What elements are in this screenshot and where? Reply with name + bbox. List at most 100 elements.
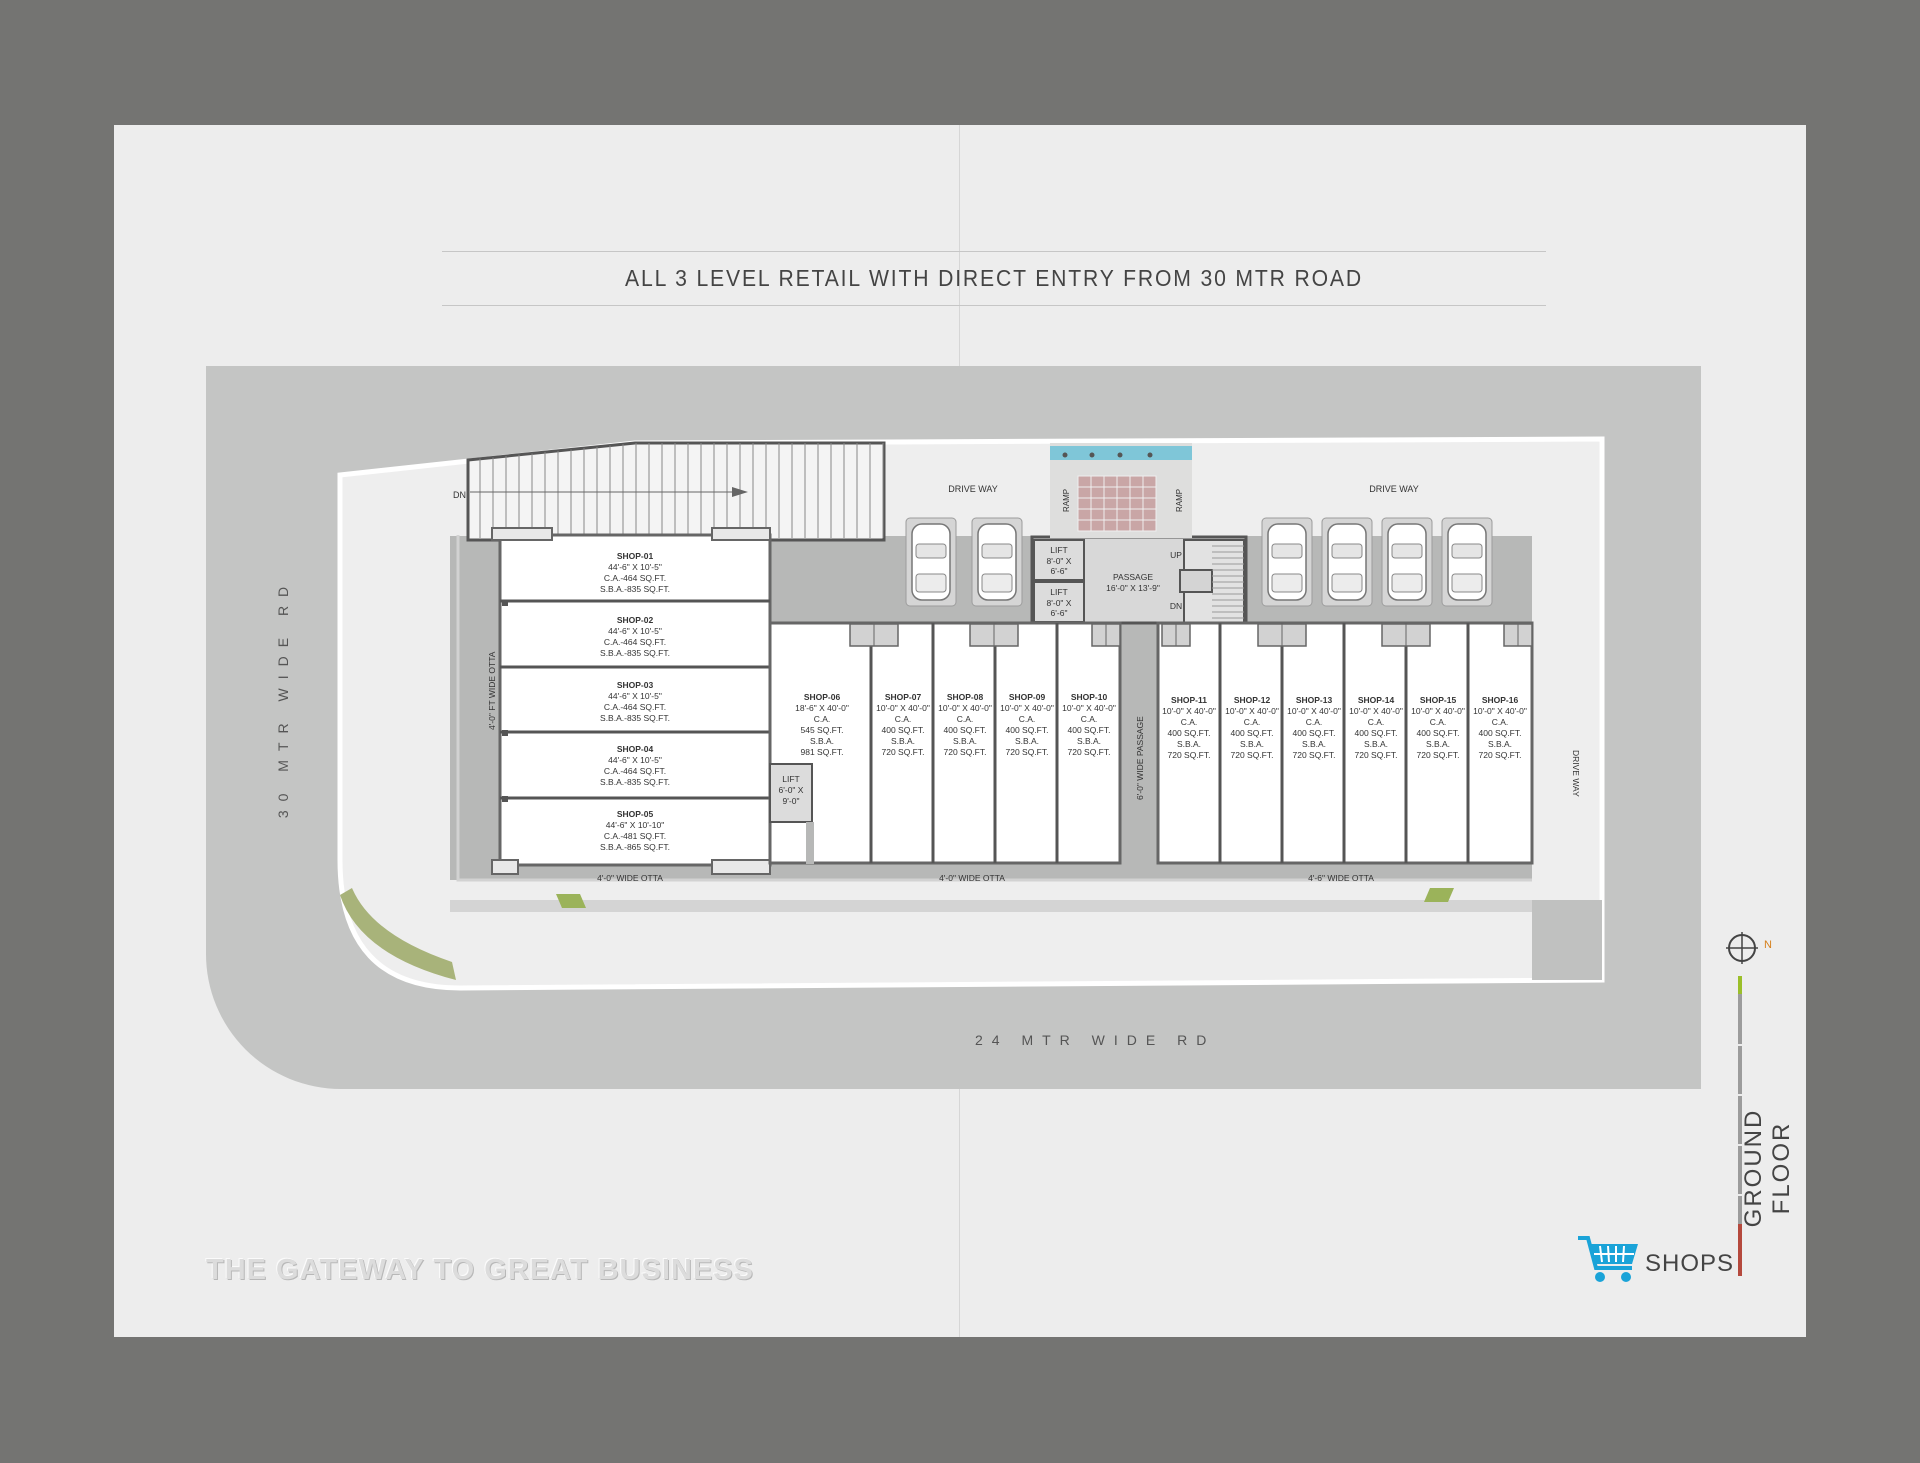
shop-08-name: SHOP-08 <box>947 692 984 702</box>
shop-15-sba: 720 SQ.FT. <box>1417 750 1460 760</box>
shop-14-ca-label: C.A. <box>1368 717 1385 727</box>
shop-07-ca: 400 SQ.FT. <box>882 725 925 735</box>
shop-06-ca: 545 SQ.FT. <box>801 725 844 735</box>
shop-07-ca-label: C.A. <box>895 714 912 724</box>
shop-08-ca-label: C.A. <box>957 714 974 724</box>
landscape-patch-1 <box>556 894 586 908</box>
shop-06-name: SHOP-06 <box>804 692 841 702</box>
parking-right <box>1261 517 1493 607</box>
shopping-cart-icon <box>1578 1236 1638 1282</box>
shop-06-sba-label: S.B.A. <box>810 736 834 746</box>
shop-12-name: SHOP-12 <box>1234 695 1271 705</box>
shop-10-sba-label: S.B.A. <box>1077 736 1101 746</box>
shop-03-sba: S.B.A.-835 SQ.FT. <box>600 713 670 723</box>
shop-04-ca: C.A.-464 SQ.FT. <box>604 766 666 776</box>
lift-2-label: LIFT <box>1050 587 1067 597</box>
ramp-dn-label: DN <box>453 490 466 500</box>
shop-12-sba-label: S.B.A. <box>1240 739 1264 749</box>
shop-09-ca: 400 SQ.FT. <box>1006 725 1049 735</box>
shop-13-ca: 400 SQ.FT. <box>1293 728 1336 738</box>
shop-15-ca: 400 SQ.FT. <box>1417 728 1460 738</box>
left-shops-block <box>498 533 772 867</box>
shop-02-name: SHOP-02 <box>617 615 654 625</box>
shop-16-sba-label: S.B.A. <box>1488 739 1512 749</box>
shop-13-sba-label: S.B.A. <box>1302 739 1326 749</box>
shop-05-ca: C.A.-481 SQ.FT. <box>604 831 666 841</box>
shop-11-sba-label: S.B.A. <box>1177 739 1201 749</box>
ramp-left-label: RAMP <box>1062 489 1071 512</box>
shop-08-sba-label: S.B.A. <box>953 736 977 746</box>
shop-13-ca-label: C.A. <box>1306 717 1323 727</box>
shop-09-sba: 720 SQ.FT. <box>1006 747 1049 757</box>
otta-left-label: 4'-0" FT WIDE OTTA <box>487 651 497 730</box>
lift-3 <box>769 763 813 823</box>
shop-05-dim: 44'-6" X 10'-10" <box>606 820 664 830</box>
shop-16-name: SHOP-16 <box>1482 695 1519 705</box>
parking-left <box>905 517 1023 607</box>
shop-11-sba: 720 SQ.FT. <box>1168 750 1211 760</box>
shop-01-dim: 44'-6" X 10'-5" <box>608 562 662 572</box>
floor-label: GROUND FLOOR <box>1740 1108 1795 1228</box>
headline-rule-bottom <box>442 305 1546 306</box>
shop-09-ca-label: C.A. <box>1019 714 1036 724</box>
shop-09-name: SHOP-09 <box>1009 692 1046 702</box>
lift-1-dim2: 6'-6" <box>1051 566 1068 576</box>
shop-03-dim: 44'-6" X 10'-5" <box>608 691 662 701</box>
shop-16-ca-label: C.A. <box>1492 717 1509 727</box>
shop-04-name: SHOP-04 <box>617 744 654 754</box>
shop-16-ca: 400 SQ.FT. <box>1479 728 1522 738</box>
shop-05-sba: S.B.A.-865 SQ.FT. <box>600 842 670 852</box>
driveway-label-1: DRIVE WAY <box>948 484 998 494</box>
lift-1-dim1: 8'-0" X <box>1047 556 1072 566</box>
shop-15-sba-label: S.B.A. <box>1426 739 1450 749</box>
shop-06-sba: 981 SQ.FT. <box>801 747 844 757</box>
stair-up-label: UP <box>1170 550 1182 560</box>
shop-14-sba: 720 SQ.FT. <box>1355 750 1398 760</box>
shop-12-sba: 720 SQ.FT. <box>1231 750 1274 760</box>
shop-08-ca: 400 SQ.FT. <box>944 725 987 735</box>
shop-03-ca: C.A.-464 SQ.FT. <box>604 702 666 712</box>
shop-07-sba-label: S.B.A. <box>891 736 915 746</box>
road-bottom-label: 24 MTR WIDE RD <box>975 1032 1216 1048</box>
shop-01-sba: S.B.A.-835 SQ.FT. <box>600 584 670 594</box>
shop-12-ca: 400 SQ.FT. <box>1231 728 1274 738</box>
tagline: THE GATEWAY TO GREAT BUSINESS <box>206 1254 754 1286</box>
lift-2-dim2: 6'-6" <box>1051 608 1068 618</box>
shop-11-ca: 400 SQ.FT. <box>1168 728 1211 738</box>
shop-11-ca-label: C.A. <box>1181 717 1198 727</box>
shop-04-dim: 44'-6" X 10'-5" <box>608 755 662 765</box>
shop-09-sba-label: S.B.A. <box>1015 736 1039 746</box>
shop-12-dim: 10'-0" X 40'-0" <box>1225 706 1279 716</box>
lift-3-dim2: 9'-0" <box>783 796 800 806</box>
shop-02-dim: 44'-6" X 10'-5" <box>608 626 662 636</box>
otta-label-3: 4'-6" WIDE OTTA <box>1308 873 1374 883</box>
lift-3-label: LIFT <box>782 774 799 784</box>
shop-02-ca: C.A.-464 SQ.FT. <box>604 637 666 647</box>
lift-3-dim1: 6'-0" X <box>779 785 804 795</box>
shop-03-name: SHOP-03 <box>617 680 654 690</box>
shop-05-name: SHOP-05 <box>617 809 654 819</box>
shop-14-dim: 10'-0" X 40'-0" <box>1349 706 1403 716</box>
shop-01-ca: C.A.-464 SQ.FT. <box>604 573 666 583</box>
shop-07-name: SHOP-07 <box>885 692 922 702</box>
shop-07-dim: 10'-0" X 40'-0" <box>876 703 930 713</box>
floor-indicator-bar <box>1738 976 1742 1276</box>
shop-13-dim: 10'-0" X 40'-0" <box>1287 706 1341 716</box>
shop-14-sba-label: S.B.A. <box>1364 739 1388 749</box>
headline-rule-top <box>442 251 1546 252</box>
shop-04-sba: S.B.A.-835 SQ.FT. <box>600 777 670 787</box>
shop-10-ca: 400 SQ.FT. <box>1068 725 1111 735</box>
landscape-curve <box>340 888 456 980</box>
shop-15-dim: 10'-0" X 40'-0" <box>1411 706 1465 716</box>
shop-07-sba: 720 SQ.FT. <box>882 747 925 757</box>
shop-06-dim: 18'-6" X 40'-0" <box>795 703 849 713</box>
stair-dn-label: DN <box>1170 601 1182 611</box>
shop-14-name: SHOP-14 <box>1358 695 1395 705</box>
shop-10-dim: 10'-0" X 40'-0" <box>1062 703 1116 713</box>
shop-13-sba: 720 SQ.FT. <box>1293 750 1336 760</box>
shop-08-sba: 720 SQ.FT. <box>944 747 987 757</box>
driveway-label-3: DRIVE WAY <box>1571 750 1581 797</box>
shops-legend-label: SHOPS <box>1645 1250 1735 1277</box>
shop-16-dim: 10'-0" X 40'-0" <box>1473 706 1527 716</box>
